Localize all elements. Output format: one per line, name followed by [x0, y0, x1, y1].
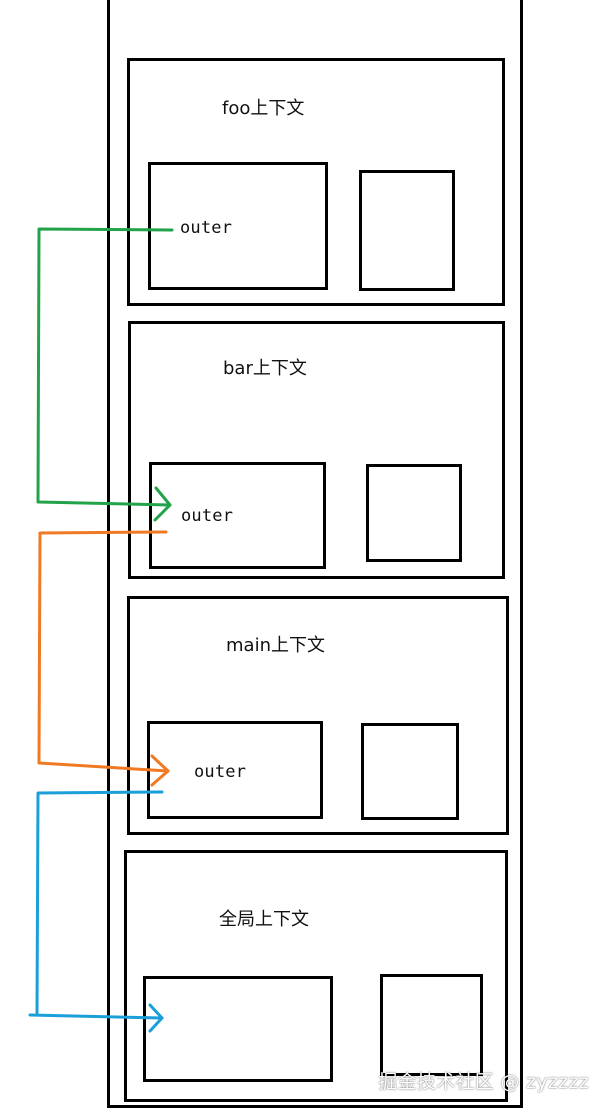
- bar-lexical-environment-box: [366, 464, 462, 562]
- foo-variable-environment-box: [148, 162, 328, 290]
- foo-context-frame: [127, 58, 505, 306]
- foo-context-title: foo上下文: [222, 98, 305, 119]
- global-lexical-environment-box: [380, 974, 483, 1076]
- bar-context-title: bar上下文: [223, 358, 307, 379]
- global-context-title: 全局上下文: [219, 909, 309, 930]
- foo-lexical-environment-box: [359, 170, 455, 291]
- main-lexical-environment-box: [361, 723, 459, 820]
- main-outer-label: outer: [194, 762, 247, 782]
- bar-variable-environment-box: [149, 462, 326, 569]
- global-variable-environment-box: [143, 976, 333, 1082]
- foo-outer-label: outer: [180, 218, 233, 238]
- main-context-title: main上下文: [226, 635, 325, 656]
- watermark: 掘金技术社区 @ zyzzzz: [378, 1071, 589, 1093]
- bar-outer-label: outer: [181, 506, 234, 526]
